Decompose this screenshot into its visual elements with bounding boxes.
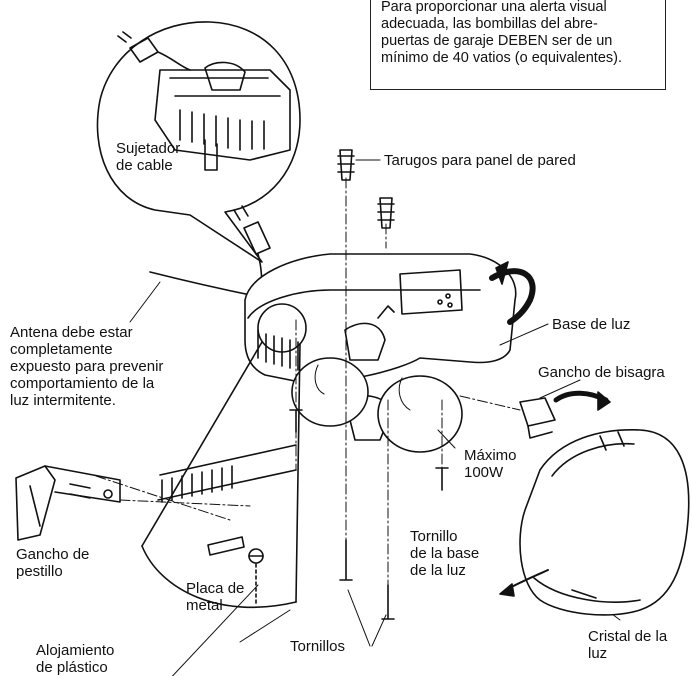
screw-3 — [435, 467, 449, 491]
light-lens — [519, 429, 690, 616]
warning-line: adecuada, las bombillas del abre- — [381, 16, 598, 32]
warning-line: mínimo de 40 vatios (o equivalentes). — [381, 50, 622, 66]
cable-clamp-callout — [96, 21, 301, 263]
screw-2 — [381, 584, 395, 620]
bulb-left — [291, 357, 369, 427]
plastic-housing-detail — [141, 444, 297, 609]
screw-4 — [289, 409, 303, 433]
zoom-circle — [257, 303, 307, 353]
warning-line: puertas de garaje DEBEN ser de un — [381, 33, 613, 49]
warning-line: Para proporcionar una alerta visual — [381, 0, 607, 15]
label-screws: Tornillos — [290, 638, 346, 655]
screw-1 — [339, 539, 353, 581]
label-wall-anchors: Tarugos para panel de pared — [384, 152, 576, 169]
label-hinge-hook: Gancho de bisagra — [538, 364, 665, 381]
warning-box: Para proporcionar una alerta visual adec… — [370, 0, 666, 90]
wall-anchor-1 — [337, 149, 355, 181]
hinge-hook — [519, 390, 611, 439]
rotate-arrow — [489, 268, 536, 325]
label-light-base: Base de luz — [552, 316, 631, 333]
wall-anchor-2 — [377, 197, 395, 229]
light-base-housing — [244, 253, 517, 441]
latch-hook — [15, 465, 121, 541]
antenna-leader — [129, 281, 161, 323]
bulb-right — [377, 375, 463, 453]
